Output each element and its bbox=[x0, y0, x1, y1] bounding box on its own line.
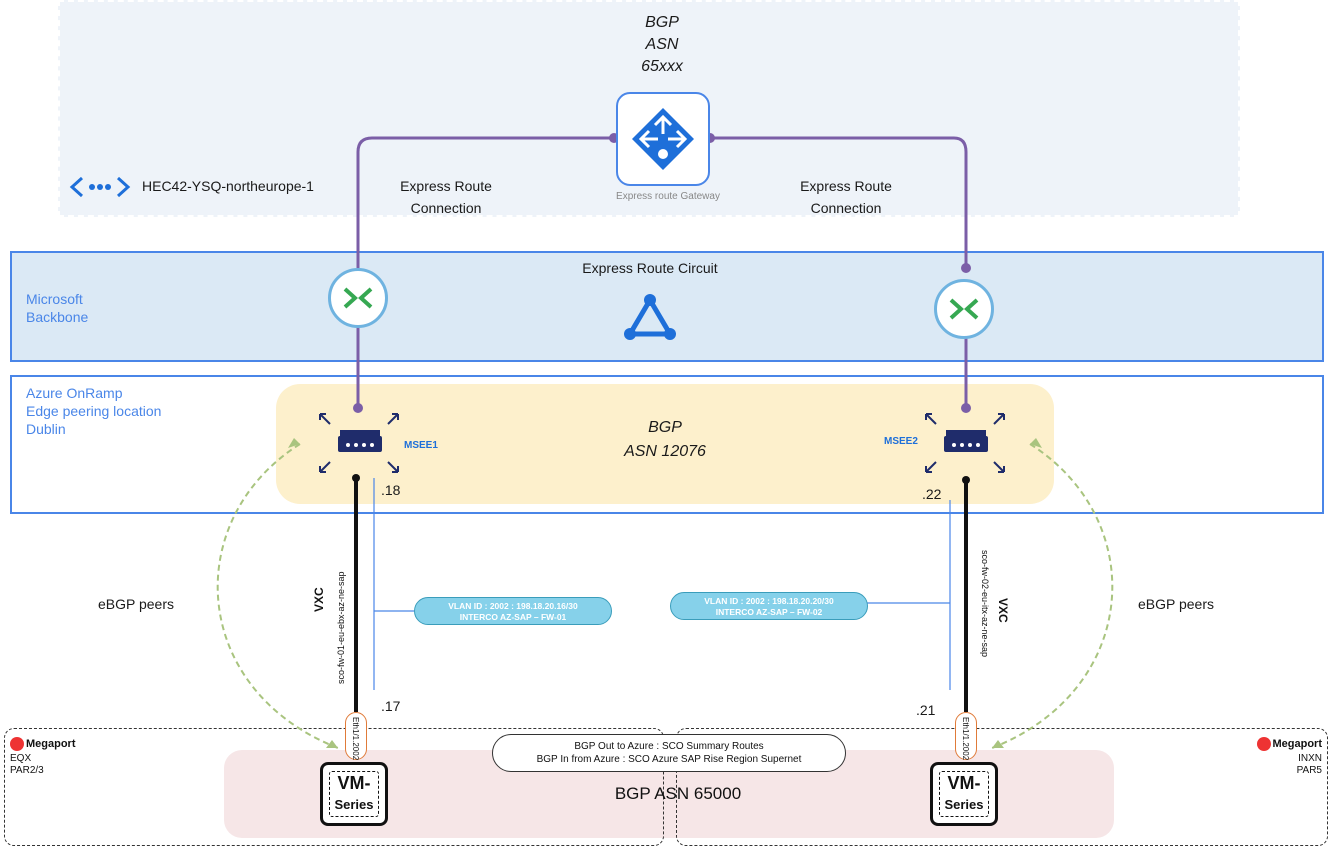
left-connection-line2: Connection bbox=[410, 200, 482, 216]
bgp-out-text: BGP Out to Azure : SCO Summary Routes bbox=[574, 741, 764, 752]
onramp-label-line3: Dublin bbox=[26, 421, 66, 437]
left-connection-label: Express Route Connection bbox=[376, 175, 516, 219]
onramp-bgp-line1: BGP bbox=[648, 419, 682, 436]
onramp-label-line1: Azure OnRamp bbox=[26, 385, 123, 401]
left-connection-line bbox=[356, 136, 614, 268]
left-vxc-label: VXC bbox=[312, 587, 326, 612]
expressroute-gateway-node[interactable] bbox=[616, 92, 710, 186]
right-vxc-label: VXC bbox=[996, 598, 1010, 623]
gateway-bgp-line2: ASN bbox=[645, 36, 679, 53]
microsoft-backbone-region bbox=[10, 251, 1324, 362]
right-interface-label: Eth1/1.2002 bbox=[961, 717, 970, 761]
left-site-brand: Megaport bbox=[26, 737, 76, 750]
gateway-bgp-line3: 65xxx bbox=[641, 58, 683, 75]
right-vxc-name: sco-fw-02-eu-itx-az-ne-sap bbox=[980, 550, 990, 658]
expressroute-gateway-icon bbox=[632, 108, 694, 170]
right-vlan-line1: VLAN ID : 2002 : 198.18.20.20/30 bbox=[704, 596, 834, 606]
megaport-logo: Megaport bbox=[10, 737, 76, 751]
right-interface[interactable]: Eth1/1.2002 bbox=[955, 712, 977, 760]
vm-left-line1: VM- bbox=[337, 773, 371, 793]
msee2-label: MSEE2 bbox=[884, 436, 918, 447]
vm-series-inner bbox=[329, 771, 379, 817]
customer-bgp-asn: BGP ASN 65000 bbox=[614, 784, 742, 803]
left-ebgp-label: eBGP peers bbox=[98, 596, 175, 612]
left-interface[interactable]: Eth1/1.2002 bbox=[345, 712, 367, 760]
right-connection-label: Express Route Connection bbox=[776, 175, 916, 219]
gateway-bgp-label: BGP ASN 65xxx bbox=[612, 12, 712, 78]
left-ebgp-arc bbox=[216, 443, 339, 749]
megaport-icon bbox=[1256, 737, 1271, 751]
vm-series-right[interactable]: VM- Series bbox=[930, 762, 998, 826]
backbone-label-line1: Microsoft bbox=[26, 291, 83, 307]
right-connection-line bbox=[710, 136, 968, 268]
router-icon bbox=[319, 413, 399, 473]
onramp-label: Azure OnRamp Edge peering location Dubli… bbox=[26, 384, 161, 438]
vm-series-inner bbox=[939, 771, 989, 817]
vm-left-line2: Series bbox=[334, 797, 374, 812]
right-vlan-tunnel: VLAN ID : 2002 : 198.18.20.20/30 INTERCO… bbox=[670, 592, 868, 620]
left-circuit-peer[interactable] bbox=[328, 268, 388, 328]
onramp-label-line2: Edge peering location bbox=[26, 403, 162, 419]
gateway-bgp-line1: BGP bbox=[645, 14, 679, 31]
vm-series-left[interactable]: VM- Series bbox=[320, 762, 388, 826]
right-circuit-peer[interactable] bbox=[934, 279, 994, 339]
left-peering-icon bbox=[343, 287, 373, 309]
vm-right-line2: Series bbox=[944, 797, 984, 812]
left-connection-line1: Express Route bbox=[400, 178, 492, 194]
ip-right-bottom: .21 bbox=[916, 702, 936, 718]
megaport-logo: Megaport bbox=[1238, 737, 1322, 751]
right-ebgp-arc bbox=[991, 443, 1114, 749]
gateway-label: Express route Gateway bbox=[616, 191, 720, 202]
left-vxc-name: sco-fw-01-eu-ebx-az-ne-sap bbox=[336, 571, 346, 684]
circuit-label: Express Route Circuit bbox=[582, 260, 718, 276]
onramp-bgp-line2: ASN 12076 bbox=[624, 443, 706, 460]
right-connection-line1: Express Route bbox=[800, 178, 892, 194]
msee-bgp-zone bbox=[276, 384, 1054, 504]
ip-right-top: .22 bbox=[922, 486, 942, 502]
left-vlan-tunnel: VLAN ID : 2002 : 198.18.20.16/30 INTERCO… bbox=[414, 597, 612, 625]
left-site-line1: EQX bbox=[10, 753, 32, 764]
right-site-brand: Megaport bbox=[1272, 737, 1323, 750]
backbone-label-line2: Backbone bbox=[26, 309, 89, 325]
right-peering-icon bbox=[949, 298, 979, 320]
ip-left-bottom: .17 bbox=[381, 698, 401, 714]
msee1-label: MSEE1 bbox=[404, 440, 438, 451]
onramp-bgp-label: BGP ASN 12076 bbox=[590, 416, 740, 464]
right-vlan-line2: INTERCO AZ-SAP – FW-02 bbox=[715, 607, 823, 617]
right-site-line2: PAR5 bbox=[1296, 765, 1322, 776]
left-vlan-line1: VLAN ID : 2002 : 198.18.20.16/30 bbox=[448, 601, 578, 611]
left-site-line2: PAR2/3 bbox=[10, 765, 44, 776]
right-site-label: Megaport INXN PAR5 bbox=[1238, 737, 1322, 777]
msee2-router[interactable] bbox=[922, 408, 1008, 478]
msee1-router[interactable] bbox=[316, 408, 402, 478]
express-route-circuit-icon bbox=[625, 295, 675, 337]
backbone-label: Microsoft Backbone bbox=[26, 290, 88, 326]
vm-right-line1: VM- bbox=[947, 773, 981, 793]
right-connection-line2: Connection bbox=[810, 200, 882, 216]
router-icon bbox=[925, 413, 1005, 473]
bgp-in-text: BGP In from Azure : SCO Azure SAP Rise R… bbox=[536, 754, 802, 765]
bgp-route-summary: BGP Out to Azure : SCO Summary Routes BG… bbox=[492, 734, 846, 772]
left-vlan-line2: INTERCO AZ-SAP – FW-01 bbox=[459, 612, 567, 622]
left-interface-label: Eth1/1.2002 bbox=[351, 717, 360, 761]
left-site-label: Megaport EQX PAR2/3 bbox=[10, 737, 76, 777]
vnet-name: HEC42-YSQ-northeurope-1 bbox=[142, 178, 314, 194]
ip-left-top: .18 bbox=[381, 482, 401, 498]
right-ebgp-label: eBGP peers bbox=[1138, 596, 1215, 612]
right-site-line1: INXN bbox=[1298, 753, 1322, 764]
virtual-network-icon bbox=[68, 174, 132, 205]
megaport-icon bbox=[10, 737, 24, 751]
